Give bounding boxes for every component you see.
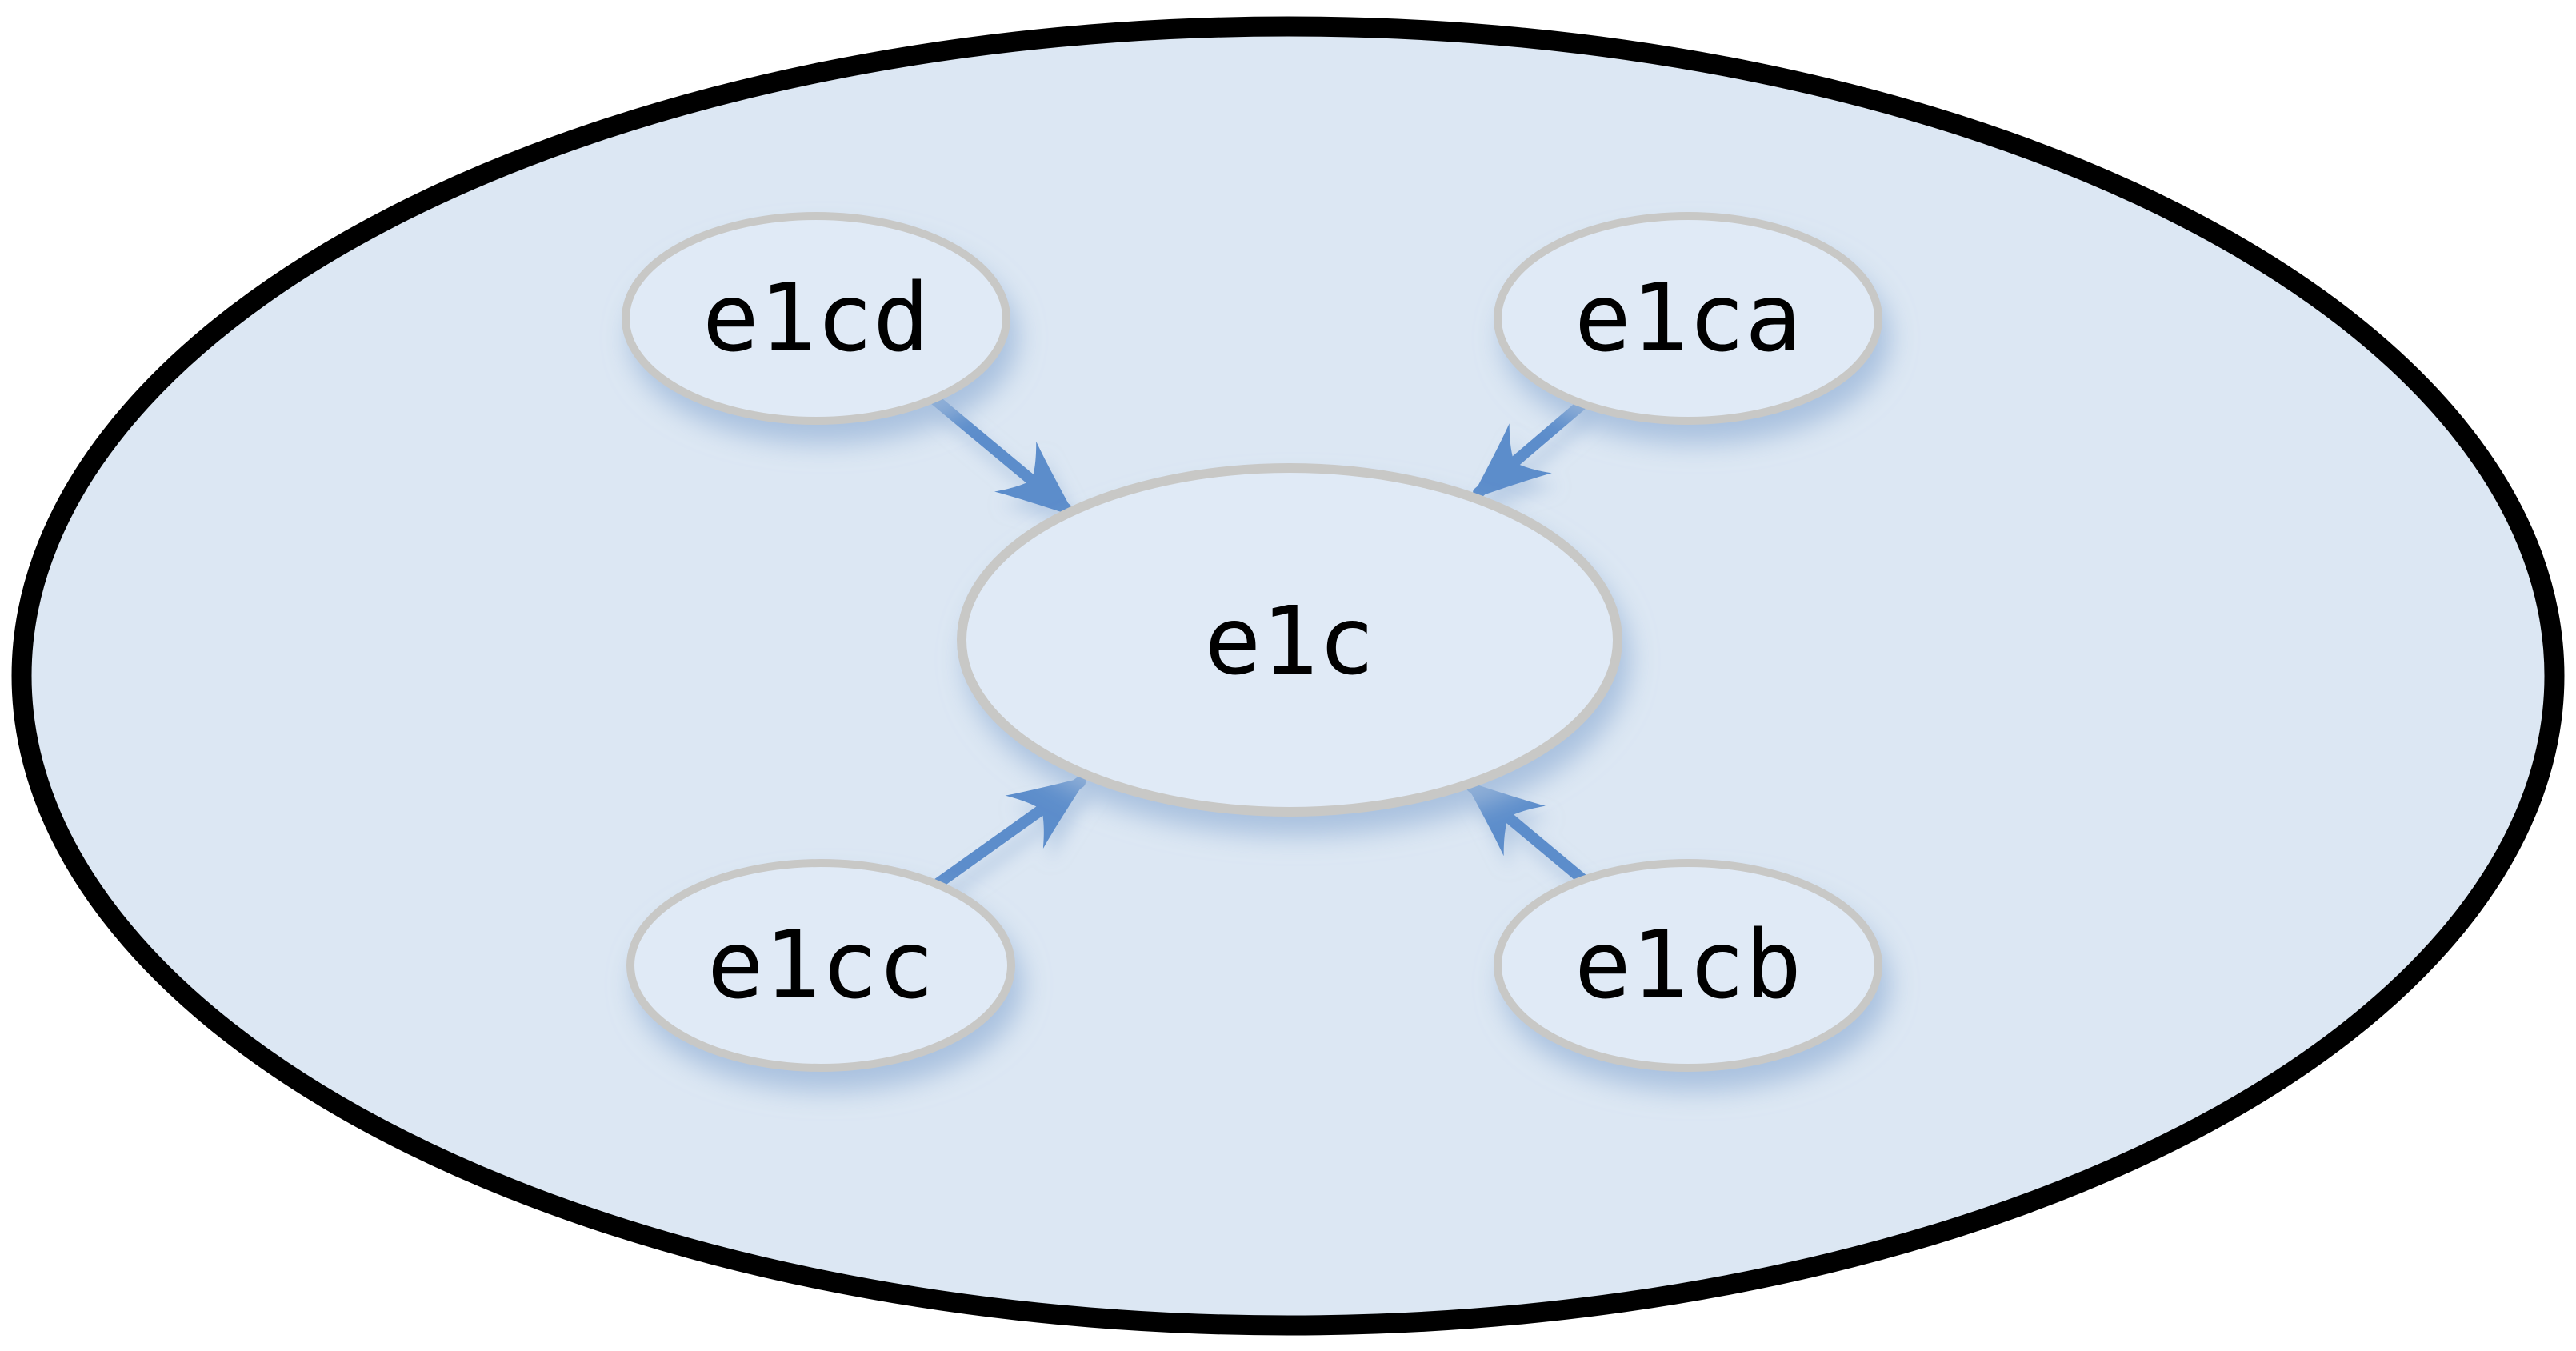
node-e1cc-label: e1cc bbox=[707, 909, 934, 1020]
edge-layer bbox=[929, 394, 1589, 889]
node-e1cd: e1cd bbox=[622, 212, 1010, 425]
edge-e1ca-to-e1c bbox=[1470, 398, 1588, 499]
node-e1cb-ellipse bbox=[1494, 859, 1882, 1072]
node-e1cb: e1cb bbox=[1494, 859, 1882, 1072]
node-e1ca: e1ca bbox=[1494, 212, 1882, 425]
node-e1c: e1c bbox=[957, 463, 1622, 817]
edge-e1cb-to-e1c bbox=[1464, 781, 1589, 885]
edge-e1cd-to-e1c bbox=[929, 394, 1076, 517]
node-e1c-ellipse bbox=[957, 463, 1622, 817]
node-e1cc: e1cc bbox=[626, 859, 1015, 1072]
edge-e1cc-to-e1c bbox=[932, 776, 1088, 889]
node-e1cb-label: e1cb bbox=[1574, 909, 1802, 1020]
node-e1cd-label: e1cd bbox=[702, 262, 930, 373]
node-e1cc-ellipse bbox=[626, 859, 1015, 1072]
node-e1c-label: e1c bbox=[1204, 586, 1374, 696]
node-e1ca-ellipse bbox=[1494, 212, 1882, 425]
node-e1cd-ellipse bbox=[622, 212, 1010, 425]
node-e1ca-label: e1ca bbox=[1574, 262, 1802, 373]
